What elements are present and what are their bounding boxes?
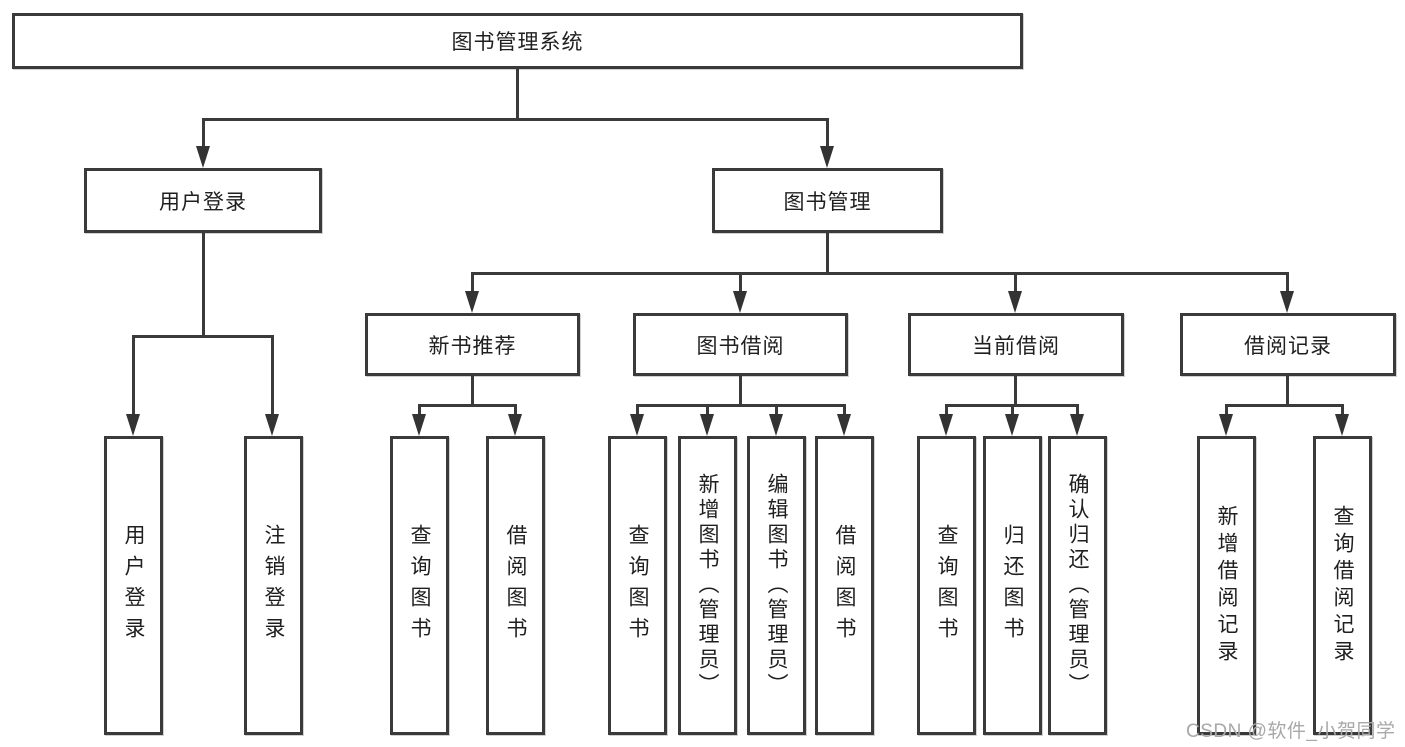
connector-currentborrow-stem <box>1014 376 1017 407</box>
connector-root-stem <box>516 69 519 121</box>
connector-newbooks-bus <box>418 404 517 407</box>
arrow-down-icon <box>1280 291 1294 313</box>
leaf-add-book-admin: 新增图书（管理员） <box>678 436 737 735</box>
leaf-label: 查询借阅记录 <box>1331 504 1354 667</box>
connector-bookmgmt-stem <box>826 233 829 275</box>
arrow-down-icon <box>700 414 714 436</box>
leaf-label: 归还图书 <box>1001 523 1024 648</box>
leaf-logout: 注销登录 <box>244 436 303 735</box>
leaf-user-login: 用户登录 <box>104 436 163 735</box>
connector-drop-user-login <box>202 118 205 150</box>
connector-drop-leaf <box>271 335 274 418</box>
leaf-borrow-books-borrowing: 借阅图书 <box>815 436 874 735</box>
connector-drop-leaf <box>514 404 517 418</box>
connector-drop-leaf <box>843 404 846 418</box>
leaf-query-books-current: 查询图书 <box>917 436 976 735</box>
leaf-label: 查询图书 <box>408 523 431 648</box>
connector-drop-book-management <box>826 118 829 150</box>
arrow-down-icon <box>126 414 140 436</box>
arrow-down-icon <box>733 291 747 313</box>
leaf-query-borrow-record: 查询借阅记录 <box>1313 436 1372 735</box>
connector-drop-leaf <box>775 404 778 418</box>
leaf-label: 编辑图书（管理员） <box>765 473 788 698</box>
arrow-down-icon <box>265 414 279 436</box>
arrow-down-icon <box>630 414 644 436</box>
node-current-borrowing: 当前借阅 <box>908 313 1124 376</box>
arrow-down-icon <box>939 414 953 436</box>
leaf-return-book: 归还图书 <box>983 436 1042 735</box>
leaf-label: 查询图书 <box>935 523 958 648</box>
leaf-label: 新增图书（管理员） <box>696 473 719 698</box>
connector-drop-borrowing-records <box>1286 272 1289 295</box>
arrow-down-icon <box>1335 414 1349 436</box>
connector-borrowrecords-stem <box>1286 376 1289 407</box>
arrow-down-icon <box>1005 414 1019 436</box>
arrow-down-icon <box>1070 414 1084 436</box>
leaf-label: 注销登录 <box>262 523 285 648</box>
connector-drop-leaf <box>1341 404 1344 418</box>
node-user-login: 用户登录 <box>84 168 322 233</box>
connector-newbooks-stem <box>471 376 474 407</box>
connector-userlogin-stem <box>202 233 205 338</box>
leaf-label: 确认归还（管理员） <box>1066 473 1089 698</box>
leaf-label: 查询图书 <box>626 523 649 648</box>
node-book-management: 图书管理 <box>712 168 943 233</box>
leaf-label: 新增借阅记录 <box>1215 504 1238 667</box>
connector-drop-leaf <box>1076 404 1079 418</box>
connector-bookborrow-bus <box>636 404 845 407</box>
arrow-down-icon <box>1219 414 1233 436</box>
connector-userlogin-bus <box>132 335 274 338</box>
node-library-management-system: 图书管理系统 <box>12 13 1023 69</box>
arrow-down-icon <box>412 414 426 436</box>
connector-drop-new-books <box>471 272 474 295</box>
connector-drop-leaf <box>132 335 135 418</box>
leaf-add-borrow-record: 新增借阅记录 <box>1197 436 1256 735</box>
leaf-confirm-return-admin: 确认归还（管理员） <box>1048 436 1107 735</box>
arrow-down-icon <box>508 414 522 436</box>
connector-root-bus <box>202 118 828 121</box>
connector-drop-leaf <box>418 404 421 418</box>
connector-borrowrecords-bus <box>1225 404 1343 407</box>
arrow-down-icon <box>1008 291 1022 313</box>
connector-drop-leaf <box>1225 404 1228 418</box>
leaf-edit-book-admin: 编辑图书（管理员） <box>747 436 806 735</box>
connector-drop-leaf <box>1011 404 1014 418</box>
leaf-query-books-borrowing: 查询图书 <box>608 436 667 735</box>
node-new-book-recommendation: 新书推荐 <box>365 313 580 376</box>
connector-drop-leaf <box>636 404 639 418</box>
connector-drop-leaf <box>706 404 709 418</box>
connector-drop-book-borrowing <box>739 272 742 295</box>
node-book-borrowing: 图书借阅 <box>633 313 848 376</box>
arrow-down-icon <box>196 146 210 168</box>
arrow-down-icon <box>769 414 783 436</box>
connector-drop-leaf <box>945 404 948 418</box>
connector-drop-current-borrowing <box>1014 272 1017 295</box>
connector-bookmgmt-bus <box>471 272 1289 275</box>
leaf-label: 借阅图书 <box>833 523 856 648</box>
arrow-down-icon <box>837 414 851 436</box>
arrow-down-icon <box>820 146 834 168</box>
arrow-down-icon <box>465 291 479 313</box>
leaf-borrow-books-recommend: 借阅图书 <box>486 436 545 735</box>
leaf-label: 借阅图书 <box>504 523 527 648</box>
leaf-query-books-recommend: 查询图书 <box>390 436 449 735</box>
leaf-label: 用户登录 <box>122 523 145 648</box>
connector-bookborrow-stem <box>739 376 742 407</box>
csdn-watermark: CSDN @软件_小贺同学 <box>1186 721 1396 742</box>
node-borrowing-records: 借阅记录 <box>1180 313 1396 376</box>
